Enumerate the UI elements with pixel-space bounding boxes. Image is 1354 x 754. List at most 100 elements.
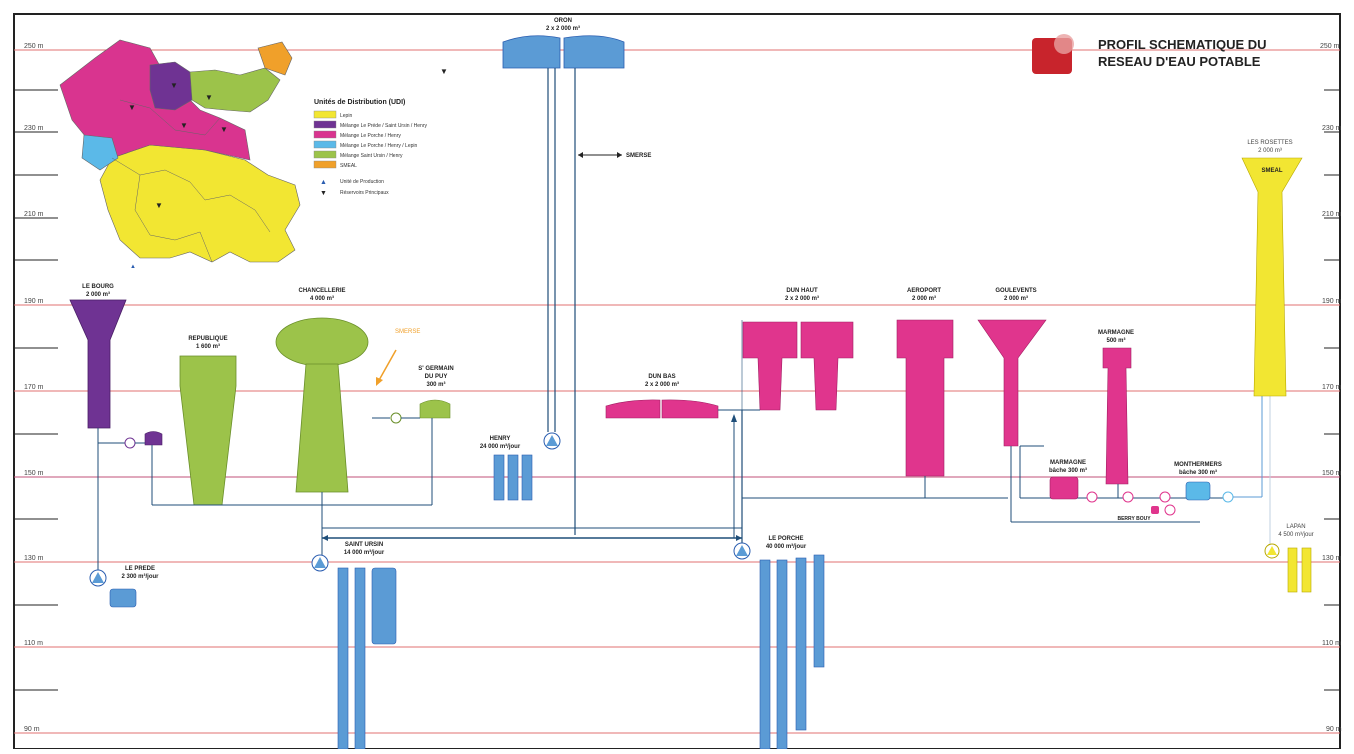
henry-production: HENRY 24 000 m³/jour <box>480 436 533 501</box>
henry-tank-1 <box>493 454 505 501</box>
saint-ursin-label-capacity: 14 000 m³/jour <box>344 549 385 556</box>
map-legend-label: Mélange Le Porche / Henry / Lepin <box>340 143 417 149</box>
chancellerie-tank-top <box>275 317 369 367</box>
map-internal-borders-3 <box>119 99 221 136</box>
map-symbol-1: ▼ <box>128 103 136 112</box>
le-porche-well-3 <box>795 557 807 731</box>
dun-haut-reservoir: DUN HAUT 2 x 2 000 m³ LE PORCHE 40 000 m… <box>731 288 854 750</box>
altitude-label-left-150: 150 m <box>24 470 44 477</box>
st-germain-tank <box>419 399 451 419</box>
smerse-orange-arrow-line <box>377 349 397 383</box>
goulevents-tank <box>977 319 1047 447</box>
altitude-label-right-170: 170 m <box>1322 384 1342 391</box>
brand-logo-mark <box>1054 34 1074 54</box>
aeroport-tank <box>896 319 954 477</box>
le-porche-well-2 <box>776 559 788 750</box>
saint-ursin-well-2 <box>354 567 366 750</box>
altitude-label-right-150: 150 m <box>1322 470 1342 477</box>
republique-label-name: REPUBLIQUE <box>188 336 227 342</box>
map-symbol-8: ▲ <box>130 264 136 270</box>
republique-tank <box>179 355 237 506</box>
diagram-title: PROFIL SCHEMATIQUE DU RESEAU D'EAU POTAB… <box>1098 36 1267 70</box>
montierriers-label-name: MONTHERMERS <box>1174 462 1222 468</box>
marmagne-bache-label-name: MARMAGNE <box>1050 460 1086 466</box>
altitude-label-right-250: 250 m <box>1320 43 1340 50</box>
lapan-label-name: LAPAN <box>1286 524 1305 530</box>
distribution-map: ▼ ▼ ▼ ▼ ▼ ▼ ▼ ▲ Unités de Distribution (… <box>59 39 448 270</box>
st-germain-reservoir: S' GERMAIN DU PUY 300 m³ <box>372 366 454 505</box>
montierriers-valve-a <box>1159 491 1171 503</box>
oron-tank-right <box>563 35 625 69</box>
smeal-tank <box>1241 157 1303 397</box>
map-symbol-4: ▼ <box>170 81 178 90</box>
map-legend-heading: Unités de Distribution (UDI) <box>314 99 405 106</box>
st-germain-label-2: DU PUY <box>425 374 448 380</box>
diagram-title-line-1: PROFIL SCHEMATIQUE DU <box>1098 37 1267 52</box>
henry-label-capacity: 24 000 m³/jour <box>480 443 521 450</box>
dun-bas-tank-right <box>661 399 719 419</box>
chancellerie-reservoir: CHANCELLERIE 4 000 m³ SAINT URSIN 14 000… <box>275 288 397 750</box>
map-legend-label: Lepin <box>340 113 352 119</box>
le-bourg-valve <box>124 437 136 449</box>
marmagne-label-capacity: 500 m³ <box>1106 337 1125 344</box>
le-porche-label-name: LE PORCHE <box>768 536 803 542</box>
dun-haut-pipe-arrow <box>731 414 737 422</box>
les-rosettes-label-capacity: 2 000 m³ <box>1258 148 1282 154</box>
altitude-label-left-90: 90 m <box>24 726 40 733</box>
map-region-lepin <box>99 144 301 263</box>
map-legend-swatch <box>313 160 337 169</box>
henry-tank-2 <box>507 454 519 501</box>
smerse-label: SMERSE <box>626 153 651 159</box>
altitude-label-left-110: 110 m <box>24 640 43 647</box>
triangle-down-icon: ▼ <box>320 190 327 197</box>
saint-ursin-label-name: SAINT URSIN <box>345 542 383 548</box>
altitude-label-left-170: 170 m <box>24 384 44 391</box>
map-legend-swatch <box>313 130 337 139</box>
le-bourg-label-capacity: 2 000 m³ <box>86 291 110 298</box>
dun-haut-label-name: DUN HAUT <box>786 288 818 294</box>
marmagne-bache-label-capacity: bâche 300 m³ <box>1049 467 1087 474</box>
map-legend-label: Mélange Le Préde / Saint Ursin / Henry <box>340 123 427 129</box>
dun-bas-tank-left <box>605 399 661 419</box>
aeroport-label-capacity: 2 000 m³ <box>912 295 936 302</box>
marmagne-valve-1 <box>1086 491 1098 503</box>
le-prede-pump-triangle <box>92 572 104 583</box>
map-region-smeal <box>257 41 293 76</box>
altitude-label-right-110: 110 m <box>1322 640 1341 647</box>
goulevents-label-name: GOULEVENTS <box>995 288 1036 294</box>
altitude-label-right-210: 210 m <box>1322 211 1342 218</box>
altitude-label-left-190: 190 m <box>24 298 44 305</box>
le-porche-pump-triangle <box>736 545 748 556</box>
altitude-label-left-210: 210 m <box>24 211 44 218</box>
map-legend-swatch <box>313 110 337 119</box>
main-pipe-arrow-right <box>736 535 742 541</box>
aeroport-reservoir: AEROPORT 2 000 m³ <box>742 288 1008 499</box>
lapan-label-capacity: 4 500 m³/jour <box>1278 532 1313 538</box>
altitude-label-right-90: 90 m <box>1326 726 1342 733</box>
smerse-arrow-right <box>617 152 622 158</box>
map-symbol-3: ▼ <box>220 125 228 134</box>
marmagne-bache-tank <box>1049 476 1079 500</box>
map-symbol-6: ▼ <box>155 201 163 210</box>
map-legend-label: Mélange Saint Ursin / Henry <box>340 153 403 159</box>
oron-tank-left <box>502 35 561 69</box>
lapan-pump-triangle <box>1267 546 1277 555</box>
smerse-orange-label: SMERSE <box>395 329 420 335</box>
st-germain-label-3: 300 m³ <box>426 381 445 388</box>
le-bourg-label-name: LE BOURG <box>82 284 114 290</box>
oron-label-capacity: 2 x 2 000 m³ <box>546 25 580 32</box>
smerse-orange-arrow: SMERSE <box>376 329 420 386</box>
dun-haut-label-capacity: 2 x 2 000 m³ <box>785 295 819 302</box>
st-germain-valve <box>390 412 402 424</box>
dun-haut-tank-right <box>800 321 854 411</box>
henry-label-name: HENRY <box>490 436 511 442</box>
altitude-label-right-190: 190 m <box>1322 298 1342 305</box>
marmagne-valve-2 <box>1122 491 1134 503</box>
map-internal-borders-2 <box>134 174 213 263</box>
saint-ursin-pump-triangle <box>314 557 326 568</box>
oron-label-name: ORON <box>554 18 572 24</box>
map-symbol-5: ▼ <box>205 93 213 102</box>
henry-tank-3 <box>521 454 533 501</box>
